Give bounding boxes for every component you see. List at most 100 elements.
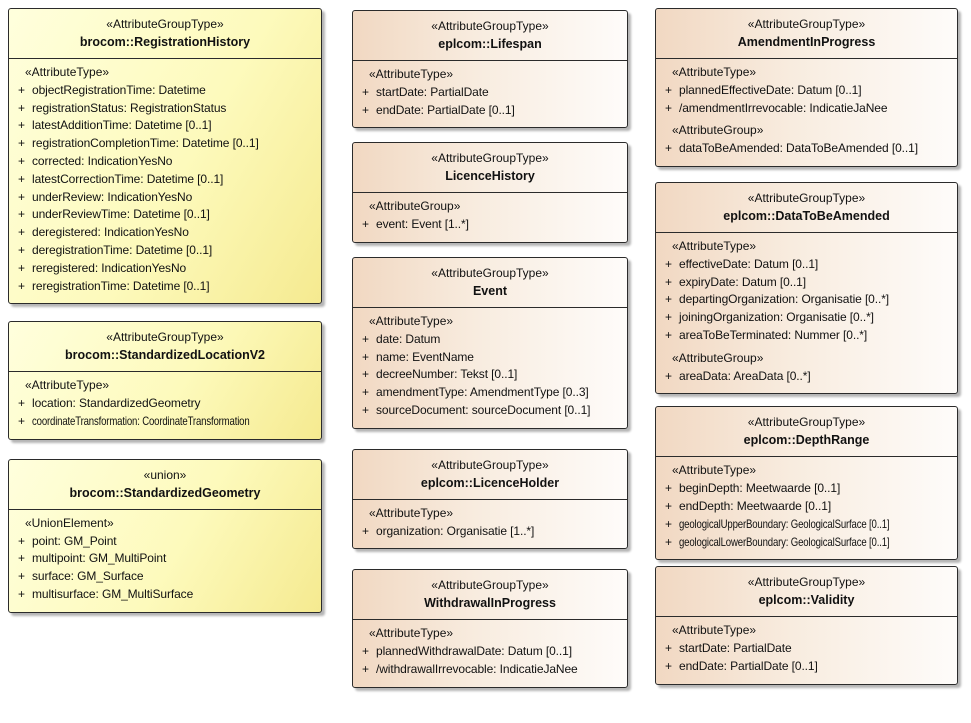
section-stereotype-label: «UnionElement» [25, 515, 114, 530]
attribute-row[interactable]: +corrected: IndicationYesNo [9, 153, 317, 171]
attribute-visibility: + [362, 402, 370, 417]
class-box-brocom-standardizedlocationv2[interactable]: «AttributeGroupType»brocom::Standardized… [8, 321, 322, 440]
attribute-text: sourceDocument: sourceDocument [0..1] [376, 402, 591, 417]
class-stereotype-label: «union» [143, 467, 187, 482]
class-stereotype-label: «AttributeGroupType» [747, 415, 866, 430]
class-box-withdrawalinprogress[interactable]: «AttributeGroupType»WithdrawalInProgress… [352, 569, 628, 688]
class-box-eplcom-depthrange[interactable]: «AttributeGroupType»eplcom::DepthRange«A… [655, 406, 958, 561]
attribute-row[interactable]: +registrationCompletionTime: Datetime [0… [9, 135, 317, 153]
attribute-row[interactable]: +/withdrawalIrrevocable: IndicatieJaNee [353, 661, 623, 679]
class-box-event[interactable]: «AttributeGroupType»Event«AttributeType»… [352, 256, 628, 429]
attribute-text: effectiveDate: Datum [0..1] [679, 256, 819, 271]
class-box-title: «AttributeGroupType»eplcom::LicenceHolde… [353, 450, 627, 500]
class-box-eplcom-datatobeamended[interactable]: «AttributeGroupType»eplcom::DataToBeAmen… [655, 181, 958, 395]
attribute-row[interactable]: +multipoint: GM_MultiPoint [9, 550, 317, 568]
class-stereotype-label: «AttributeGroupType» [106, 17, 224, 31]
attribute-row[interactable]: +multisurface: GM_MultiSurface [9, 586, 317, 604]
attribute-visibility: + [18, 569, 26, 584]
attribute-row[interactable]: + effectiveDate: Datum [0..1] [656, 256, 953, 274]
attribute-row[interactable]: +coordinateTransformation: CoordinateTra… [9, 413, 317, 431]
class-name-label: brocom::StandardizedLocationV2 [64, 348, 266, 363]
attribute-text: startDate: PartialDate [376, 84, 489, 99]
uml-diagram-canvas: «AttributeGroupType»brocom::Registration… [8, 8, 958, 688]
class-box-eplcom-validity[interactable]: «AttributeGroupType»eplcom::Validity«Att… [655, 566, 958, 685]
attribute-visibility: + [18, 413, 26, 428]
attribute-row[interactable]: +surface: GM_Surface [9, 568, 317, 586]
attribute-row[interactable]: +latestAdditionTime: Datetime [0..1] [9, 117, 317, 135]
attribute-row[interactable]: +joiningOrganization: Organisatie [0..*] [656, 309, 953, 327]
attribute-row[interactable]: +plannedWithdrawalDate: Datum [0..1] [353, 643, 623, 661]
class-box-title: «AttributeGroupType»Event [353, 258, 627, 308]
attribute-visibility: + [18, 396, 26, 411]
attribute-text: reregistered: IndicationYesNo [32, 260, 187, 275]
class-box-amendmentinprogress[interactable]: «AttributeGroupType»AmendmentInProgress«… [655, 8, 958, 167]
attribute-row[interactable]: +dataToBeAmended: DataToBeAmended [0..1] [656, 140, 953, 158]
attribute-row[interactable]: +areaToBeTerminated: Nummer [0..*] [656, 327, 953, 345]
attribute-row[interactable]: +underReview: IndicationYesNo [9, 189, 317, 207]
class-name-label: eplcom::DepthRange [743, 433, 870, 448]
class-stereotype-label: «AttributeGroupType» [747, 575, 866, 590]
attribute-row[interactable]: +departingOrganization: Organisatie [0..… [656, 291, 953, 309]
attribute-row[interactable]: +amendmentType: AmendmentType [0..3] [353, 384, 623, 402]
attribute-row[interactable]: + sourceDocument: sourceDocument [0..1] [353, 402, 623, 420]
class-name-label: LicenceHistory [445, 169, 535, 184]
class-box-brocom-registrationhistory[interactable]: «AttributeGroupType»brocom::Registration… [8, 8, 322, 305]
attribute-text: joiningOrganization: Organisatie [0..*] [679, 310, 874, 325]
attribute-visibility: + [665, 516, 673, 531]
attribute-row[interactable]: +point: GM_Point [9, 533, 317, 551]
attribute-row[interactable]: +event: Event [1..*] [353, 216, 623, 234]
attribute-visibility: + [18, 100, 26, 115]
attribute-section: «AttributeType»+objectRegistrationTime: … [9, 64, 317, 295]
attribute-text: deregistered: IndicationYesNo [32, 225, 189, 240]
class-box-attributes-compartment: «AttributeType»+startDate: PartialDate+e… [353, 61, 627, 127]
attribute-row[interactable]: + location: StandardizedGeometry [9, 395, 317, 413]
class-box-eplcom-licenceholder[interactable]: «AttributeGroupType»eplcom::LicenceHolde… [352, 448, 628, 550]
class-box-title: «AttributeGroupType»brocom::Standardized… [9, 322, 321, 373]
attribute-row[interactable]: +deregistrationTime: Datetime [0..1] [9, 242, 317, 260]
class-box-licencehistory[interactable]: «AttributeGroupType»LicenceHistory«Attri… [352, 142, 628, 243]
attribute-visibility: + [665, 100, 673, 115]
class-name-label: brocom::StandardizedGeometry [69, 485, 261, 500]
attribute-text: /withdrawalIrrevocable: IndicatieJaNee [376, 661, 578, 676]
attribute-text: name: EventName [376, 349, 474, 364]
attribute-row[interactable]: +organization: Organisatie [1..*] [353, 523, 623, 541]
attribute-visibility: + [665, 256, 673, 271]
attribute-visibility: + [18, 533, 26, 548]
attribute-row[interactable]: +endDepth: Meetwaarde [0..1] [656, 498, 953, 516]
class-stereotype-label: «AttributeGroupType» [106, 330, 224, 345]
attribute-row[interactable]: +beginDepth: Meetwaarde [0..1] [656, 480, 953, 498]
class-name-label: eplcom::DataToBeAmended [723, 208, 890, 223]
class-box-eplcom-lifespan[interactable]: «AttributeGroupType»eplcom::Lifespan«Att… [352, 10, 628, 129]
attribute-text: startDate: PartialDate [679, 641, 792, 656]
attribute-row[interactable]: +geologicalUpperBoundary: GeologicalSurf… [656, 516, 953, 534]
attribute-visibility: + [18, 242, 26, 257]
attribute-row[interactable]: +expiryDate: Datum [0..1] [656, 274, 953, 292]
attribute-row[interactable]: +endDate: PartialDate [0..1] [656, 658, 953, 676]
attribute-row[interactable]: +reregistrationTime: Datetime [0..1] [9, 278, 317, 296]
attribute-row[interactable]: +reregistered: IndicationYesNo [9, 260, 317, 278]
class-box-title: «AttributeGroupType»WithdrawalInProgress [353, 570, 627, 621]
attribute-row[interactable]: +geologicalLowerBoundary: GeologicalSurf… [656, 534, 953, 552]
attribute-row[interactable]: +decreeNumber: Tekst [0..1] [353, 366, 623, 384]
attribute-row[interactable]: +deregistered: IndicationYesNo [9, 224, 317, 242]
attribute-section: «AttributeType»+beginDepth: Meetwaarde [… [656, 462, 953, 551]
attribute-row[interactable]: +startDate: PartialDate [353, 84, 623, 102]
attribute-row[interactable]: +plannedEffectiveDate: Datum [0..1] [656, 82, 953, 100]
attribute-row[interactable]: +endDate: PartialDate [0..1] [353, 102, 623, 120]
attribute-visibility: + [665, 141, 673, 156]
class-box-title: «AttributeGroupType»AmendmentInProgress [656, 9, 957, 59]
attribute-text: corrected: IndicationYesNo [32, 153, 173, 168]
attribute-row[interactable]: +underReviewTime: Datetime [0..1] [9, 206, 317, 224]
attribute-visibility: + [362, 367, 370, 382]
attribute-row[interactable]: +date: Datum [353, 331, 623, 349]
attribute-row[interactable]: +registrationStatus: RegistrationStatus [9, 100, 317, 118]
class-box-brocom-standardizedgeometry[interactable]: «union»brocom::StandardizedGeometry«Unio… [8, 458, 322, 613]
attribute-row[interactable]: +latestCorrectionTime: Datetime [0..1] [9, 171, 317, 189]
attribute-row[interactable]: +objectRegistrationTime: Datetime [9, 82, 317, 100]
attribute-row[interactable]: +/amendmentIrrevocable: IndicatieJaNee [656, 100, 953, 118]
attribute-row[interactable]: +startDate: PartialDate [656, 640, 953, 658]
attribute-row[interactable]: +areaData: AreaData [0..*] [656, 368, 953, 386]
attribute-text: location: StandardizedGeometry [32, 396, 201, 411]
attribute-row[interactable]: +name: EventName [353, 349, 623, 367]
attribute-section: «AttributeType»+effectiveDate: Datum [0.… [656, 238, 953, 345]
